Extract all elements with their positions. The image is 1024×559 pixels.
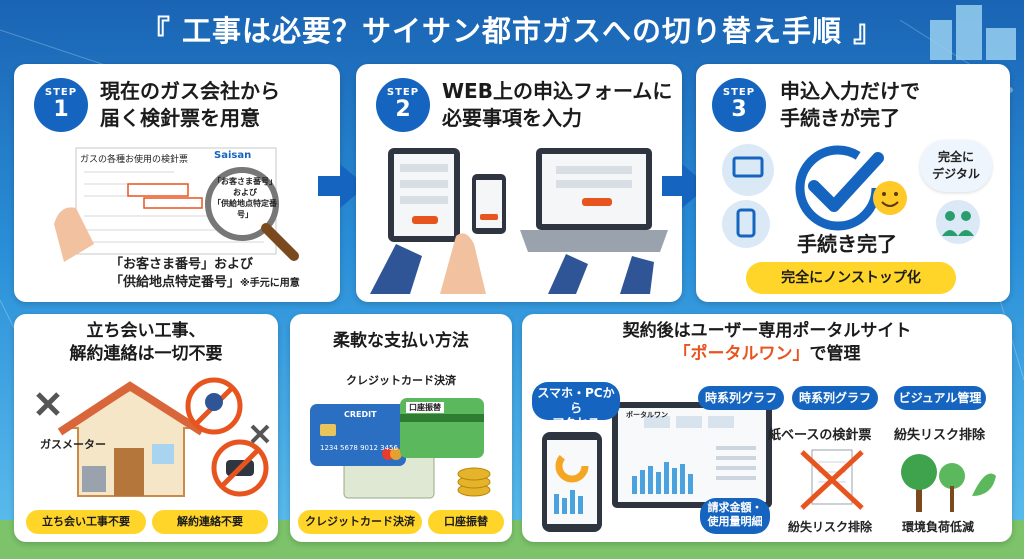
house-illustration (36, 377, 270, 497)
digital-bubble: 完全に デジタル (920, 140, 992, 192)
nonstop-pill: 完全にノンストップ化 (746, 262, 956, 294)
note-small: ※手元に用意 (240, 278, 300, 289)
arrow-2-stem (662, 176, 682, 196)
portal-heading: 契約後はユーザー専用ポータルサイト 「ポータルワン」で管理 (522, 320, 1012, 366)
step1-badge: STEP 1 (34, 78, 88, 132)
step3-badge: STEP 3 (712, 78, 766, 132)
step-label: STEP (722, 87, 756, 98)
payment-panel: 柔軟な支払い方法 クレジットカード決済 CREDIT 1234 5678 901… (290, 314, 512, 542)
step3-heading-line1: 申込入力だけで (780, 79, 920, 103)
step-label: STEP (386, 87, 420, 98)
paper-and-trees-illustration (800, 449, 996, 512)
note-line2: 「供給地点特定番号」 (110, 275, 241, 290)
meter-label: ガスメーター (40, 438, 106, 451)
step2-panel: STEP 2 WEB上の申込フォームに 必要事項を入力 (356, 64, 682, 302)
step3-panel: STEP 3 申込入力だけで 手続きが完了 完全に デジタル 手続き完了 完全に… (696, 64, 1010, 302)
graph-bubble-1: 時系列グラフ (698, 386, 784, 410)
device-access-bubble: スマホ・PCから アクセス (532, 382, 620, 430)
credit-card-number: 1234 5678 9012 3456 (320, 444, 398, 452)
step2-heading: WEB上の申込フォームに 必要事項を入力 (442, 78, 672, 132)
heading-line1: 立ち会い工事、 (86, 321, 206, 341)
device-bubble-line2: アクセス (552, 416, 600, 430)
env-label: 環境負荷低減 (902, 520, 975, 534)
step-label: STEP (44, 87, 78, 98)
doc-title: ガスの各種お使用の検針票 (80, 155, 189, 165)
magnifier-line2: および (233, 188, 257, 197)
arrow-1-stem (318, 176, 340, 196)
step-number: 1 (53, 97, 69, 122)
magnifier-line1: 「お客さま番号」 (213, 177, 277, 186)
meter-document-illustration (54, 147, 299, 262)
bank-pill: 口座振替 (428, 510, 504, 534)
paper-label: 紙ベースの検針票 (768, 428, 872, 443)
no-construction-panel: 立ち会い工事、 解約連絡は一切不要 ガスメーター 立ち会い工事不要 解約連絡不要 (14, 314, 278, 542)
billing-bubble: 請求金額・ 使用量明細 (700, 498, 770, 534)
no-cancel-pill: 解約連絡不要 (152, 510, 268, 534)
complete-illustration (722, 144, 980, 248)
device-bubble-line1: スマホ・PCから (537, 386, 615, 415)
step1-note: 「お客さま番号」および 「供給地点特定番号」※手元に用意 (110, 256, 300, 293)
heading-line2: 解約連絡は一切不要 (69, 344, 223, 364)
brand-logo: Saisan (214, 150, 252, 161)
step1-heading: 現在のガス会社から 届く検針票を用意 (100, 78, 280, 132)
billing-bubble-line2: 使用量明細 (707, 515, 763, 528)
step1-panel: STEP 1 現在のガス会社から 届く検針票を用意 ガスの各種お使用の検針票 S… (14, 64, 340, 302)
payment-heading: 柔軟な支払い方法 (333, 331, 469, 351)
step2-heading-line2: 必要事項を入力 (442, 106, 582, 130)
note-line1: 「お客さま番号」および (110, 257, 254, 272)
digital-bubble-line1: 完全に (937, 150, 974, 164)
page-title: 『 工事は必要？サイサン都市ガスへの切り替え手順 』 (140, 14, 884, 48)
magnifier-text: 「お客さま番号」 および 「供給地点特定番号」 (210, 176, 280, 220)
portal-heading-rest: で管理 (809, 344, 861, 364)
step2-badge: STEP 2 (376, 78, 430, 132)
step3-heading: 申込入力だけで 手続きが完了 (780, 78, 920, 132)
portal-name-accent: 「ポータルワン」 (673, 344, 810, 364)
credit-pill: クレジットカード決済 (298, 510, 422, 534)
portal-screen-name: ポータルワン (626, 411, 668, 419)
step3-heading-line2: 手続きが完了 (780, 106, 900, 130)
loss-label: 紛失リスク排除 (894, 428, 986, 443)
portal-devices-illustration (542, 402, 772, 532)
bank-card-label: 口座振替 (406, 402, 444, 413)
digital-bubble-line2: デジタル (932, 167, 980, 181)
credit-card-label: CREDIT (344, 410, 377, 419)
portal-panel: 契約後はユーザー専用ポータルサイト 「ポータルワン」で管理 ポータルワン スマホ… (522, 314, 1012, 542)
step2-heading-line1: WEB上の申込フォームに (442, 79, 673, 103)
step-number: 2 (395, 97, 411, 122)
no-construction-heading: 立ち会い工事、 解約連絡は一切不要 (14, 320, 278, 366)
devices-illustration (370, 148, 668, 294)
magnifier-line3: 「供給地点特定番号」 (213, 199, 277, 219)
step1-heading-line2: 届く検針票を用意 (100, 106, 260, 130)
step1-heading-line1: 現在のガス会社から (100, 79, 280, 103)
cards-illustration (310, 398, 491, 499)
graph-bubble-2: 時系列グラフ (792, 386, 878, 410)
loss-label-2: 紛失リスク排除 (788, 520, 873, 534)
billing-bubble-line1: 請求金額・ (707, 501, 763, 514)
step-number: 3 (731, 97, 747, 122)
visual-bubble: ビジュアル管理 (894, 386, 986, 410)
no-construction-pill: 立ち会い工事不要 (26, 510, 146, 534)
payment-sub-label: クレジットカード決済 (346, 374, 456, 387)
done-label: 手続き完了 (797, 232, 897, 256)
portal-heading-line1: 契約後はユーザー専用ポータルサイト (622, 321, 912, 341)
